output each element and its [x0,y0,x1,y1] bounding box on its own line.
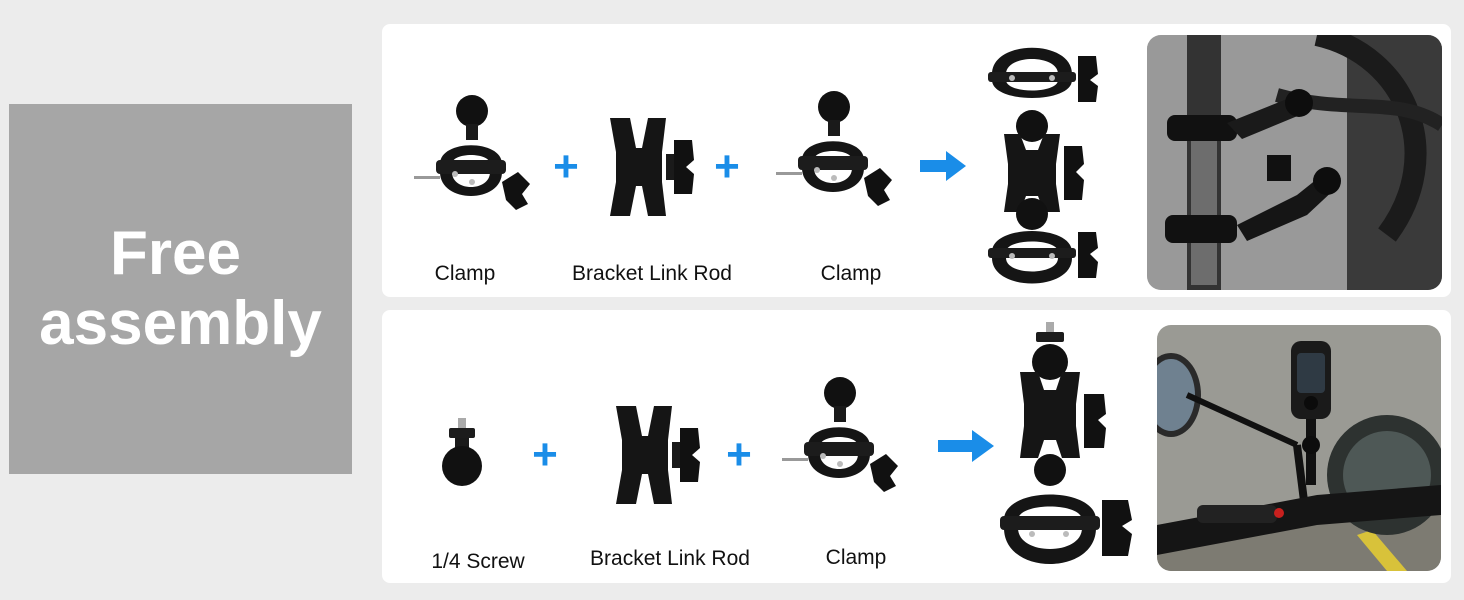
arrow-right-icon [920,151,966,186]
camera-mount-assembly-icon [998,320,1138,578]
clamp-icon [778,376,903,506]
free-assembly-banner: Free assembly [9,104,352,474]
bracket-link-rod-icon [608,400,708,510]
bottom-label-bracket-link-rod: Bracket Link Rod [590,547,750,570]
top-label-clamp-1: Clamp [434,262,496,285]
plus-icon: + [553,142,579,191]
motorcycle-handlebar-camera-photo [1157,325,1441,571]
bottom-label-clamp: Clamp [825,546,887,569]
top-label-clamp-2: Clamp [820,262,882,285]
plus-icon: + [532,430,558,479]
bracket-link-rod-icon [602,112,702,222]
assembly-row-top: Clamp + Bracket Link Rod + Clamp [382,24,1451,297]
top-label-bracket-link-rod: Bracket Link Rod [572,262,732,285]
bottom-label-screw: 1/4 Screw [431,550,525,573]
motorcycle-fork-mount-photo [1147,35,1442,290]
double-clamp-assembly-icon [982,34,1112,292]
arrow-right-icon [938,430,994,467]
screw-ball-icon [437,418,487,493]
assembly-row-bottom: 1/4 Screw + Bracket Link Rod + Clamp [382,310,1451,583]
plus-icon: + [714,142,740,191]
plus-icon: + [726,430,752,479]
clamp-icon [410,94,535,224]
clamp-icon [772,90,897,220]
banner-title-line2: assembly [39,289,322,358]
banner-title-line1: Free [110,219,241,288]
